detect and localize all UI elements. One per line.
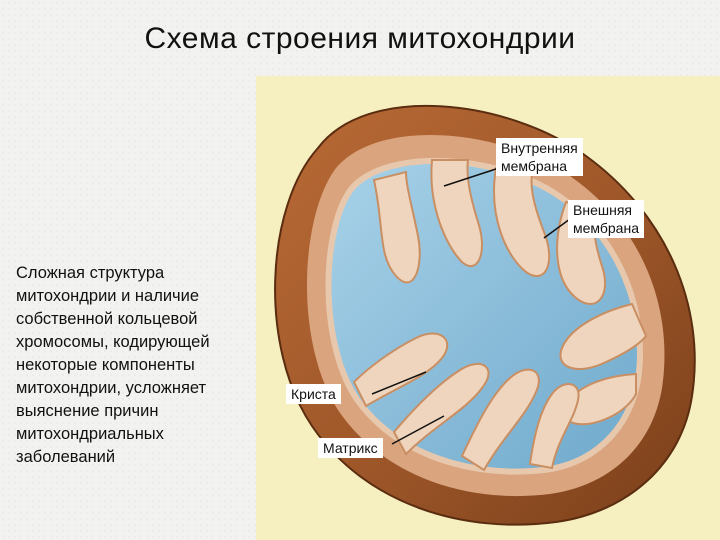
label-crista: Криста xyxy=(286,384,341,404)
label-line: мембрана xyxy=(501,158,567,174)
crista-fold xyxy=(430,159,483,268)
label-line: мембрана xyxy=(573,220,639,236)
crista-fold xyxy=(493,166,551,278)
description-line: собственной кольцевой xyxy=(16,310,198,328)
crista-fold xyxy=(528,383,580,470)
crista-pointer xyxy=(371,371,427,395)
description-line: митохондриальных xyxy=(16,425,164,443)
slide-title: Схема строения митохондрии xyxy=(144,22,576,55)
crista-fold xyxy=(460,368,540,472)
description-line: митохондрии, усложняет xyxy=(16,379,207,397)
label-line: Криста xyxy=(291,386,336,402)
description-line: Сложная структура xyxy=(16,264,165,282)
matrix-pointer xyxy=(391,415,445,445)
crista-fold xyxy=(372,170,421,284)
inner-membrane-pointer xyxy=(443,167,500,187)
crista-fold xyxy=(563,372,637,426)
label-outer-membrane: Внешняя мембрана xyxy=(568,200,644,238)
description-line: некоторые компоненты xyxy=(16,356,195,374)
crista-fold xyxy=(559,302,648,371)
mitochondrion-figure: Внутренняя мембрана Внешняя мембрана Кри… xyxy=(256,76,720,540)
crista-fold xyxy=(392,363,490,456)
description-line: митохондрии и наличие xyxy=(16,287,200,305)
description-text: Сложная структура митохондрии и наличие … xyxy=(16,262,266,469)
label-line: Внутренняя xyxy=(501,140,578,156)
label-line: Внешняя xyxy=(573,202,632,218)
description-line: хромосомы, кодирующей xyxy=(16,333,210,351)
label-line: Матрикс xyxy=(323,440,378,456)
label-inner-membrane: Внутренняя мембрана xyxy=(496,138,583,176)
label-matrix: Матрикс xyxy=(318,438,383,458)
description-line: выяснение причин xyxy=(16,402,159,420)
crista-fold xyxy=(352,332,449,408)
description-line: заболеваний xyxy=(16,448,116,466)
mitochondrion-illustration xyxy=(274,104,696,526)
